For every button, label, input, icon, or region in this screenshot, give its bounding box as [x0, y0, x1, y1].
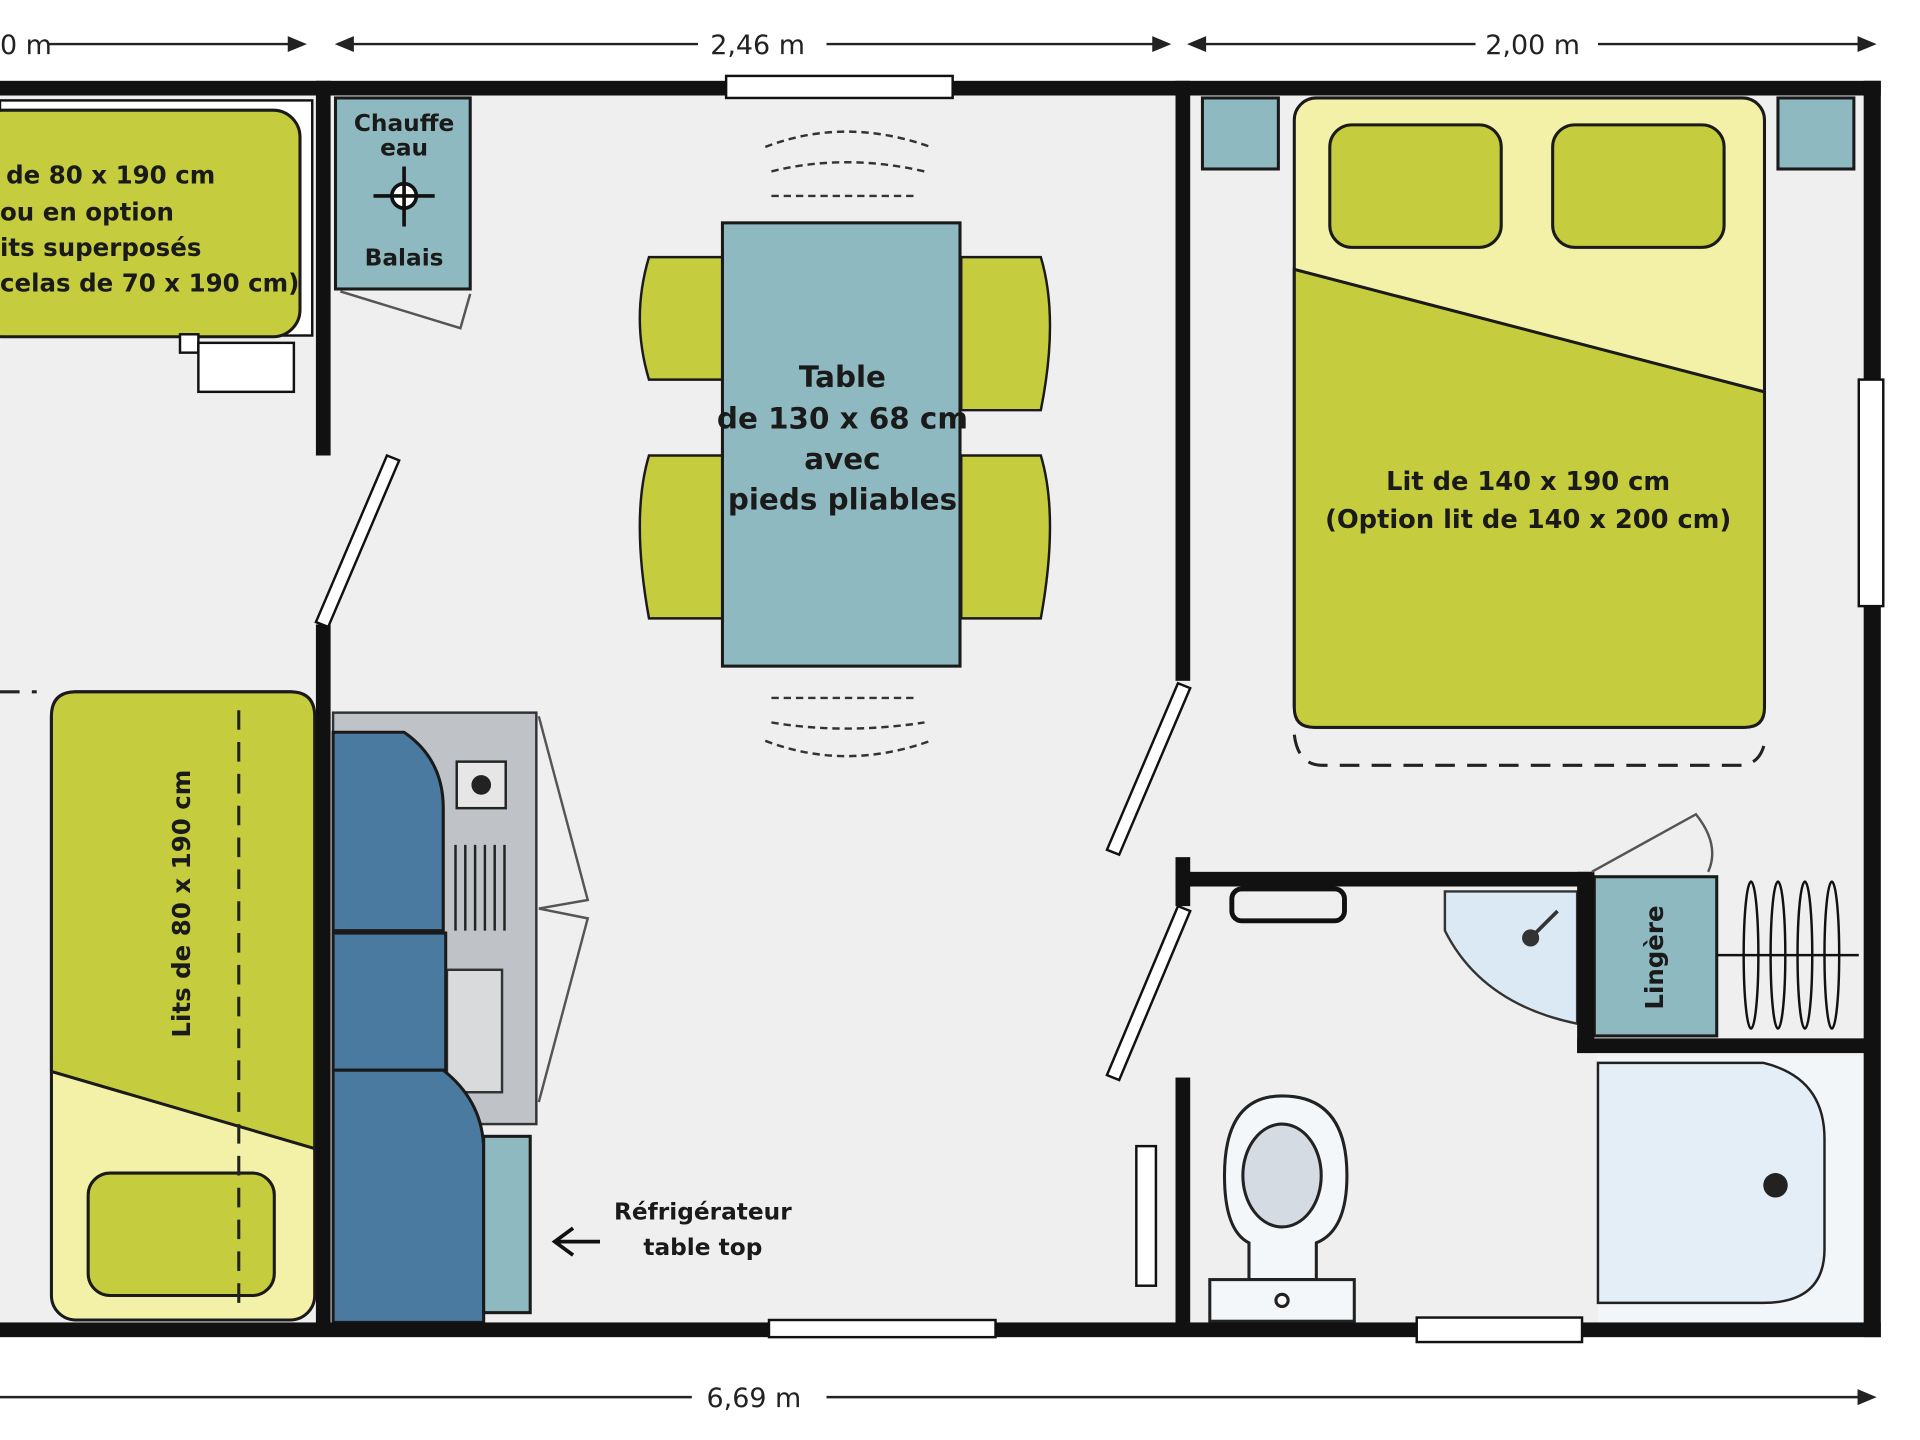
- bunk-bed-label-2: ou en option: [0, 197, 174, 226]
- water-heater-icon: [373, 166, 435, 227]
- water-heater-label-2: eau: [380, 135, 428, 162]
- dimension-middle: 2,46 m: [710, 30, 805, 61]
- kitchen: [331, 711, 590, 1324]
- double-bed: [1200, 96, 1856, 767]
- broom-label: Balais: [365, 245, 444, 272]
- dimension-left: 0 m: [0, 30, 52, 61]
- bunk-bed-label-1: de 80 x 190 cm: [6, 161, 215, 190]
- bunk-bed: [0, 99, 314, 394]
- chairs: [638, 255, 1052, 620]
- dining-table: [720, 221, 962, 668]
- fridge-label-2: table top: [643, 1234, 762, 1261]
- twin-beds: [0, 690, 317, 1322]
- table-label-4: pieds pliables: [728, 482, 957, 516]
- toilet: [1208, 1094, 1356, 1323]
- dimension-lines: [0, 36, 1877, 1406]
- twin-beds-label: Lits de 80 x 190 cm: [167, 770, 196, 1038]
- dimension-right: 2,00 m: [1485, 30, 1580, 61]
- bunk-bed-label-4: celas de 70 x 190 cm): [0, 268, 299, 297]
- doors: [314, 453, 1714, 1082]
- table-label-3: avec: [804, 442, 880, 476]
- arrow-left-icon: [551, 1226, 600, 1257]
- closet-door-swing: [340, 290, 472, 330]
- double-bed-label-1: Lit de 140 x 190 cm: [1386, 467, 1670, 497]
- dimension-total: 6,69 m: [707, 1383, 802, 1414]
- table-label-1: Table: [799, 360, 886, 394]
- windows: [724, 74, 1885, 1344]
- bunk-bed-label-3: its superposés: [0, 233, 201, 262]
- bathroom: [1135, 875, 1859, 1323]
- water-heater-label-1: Chauffe: [354, 110, 454, 137]
- linen-label: Lingère: [1640, 905, 1669, 1009]
- folded-chairs: [764, 130, 932, 758]
- table-label-2: de 130 x 68 cm: [717, 402, 968, 436]
- fridge-label-1: Réfrigérateur: [614, 1199, 792, 1226]
- double-bed-label-2: (Option lit de 140 x 200 cm): [1325, 505, 1731, 535]
